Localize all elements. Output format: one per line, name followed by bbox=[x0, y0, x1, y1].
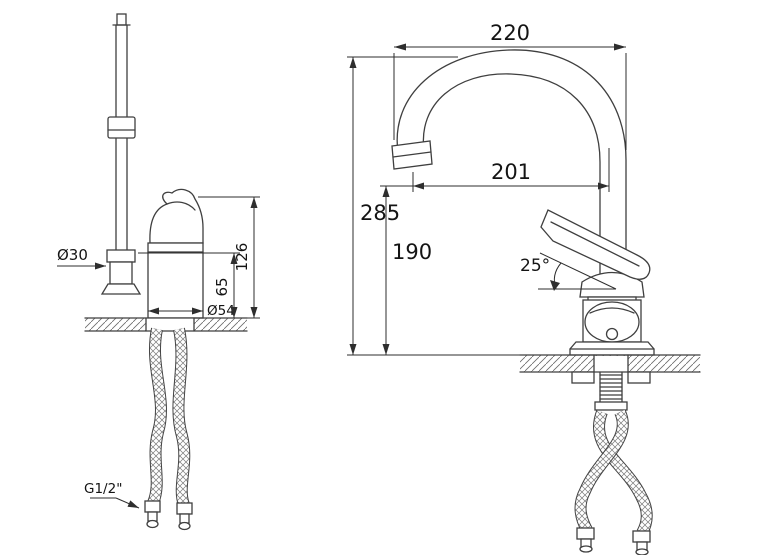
dim-outlet-height-side: 65 bbox=[213, 277, 231, 296]
side-view: Ø30 Ø54 65 126 G1/2" bbox=[57, 13, 260, 531]
hose-fittings-front bbox=[576, 527, 651, 555]
mixer-body-front bbox=[569, 271, 655, 356]
dim-body-diameter: Ø54 bbox=[207, 303, 235, 319]
dim-spout-reach: 201 bbox=[491, 160, 531, 184]
front-view: 220 201 285 190 25° bbox=[347, 21, 701, 555]
dim-total-height-side: 126 bbox=[233, 243, 251, 272]
mixer-body-side bbox=[147, 188, 204, 319]
supply-hoses-side bbox=[147, 327, 191, 508]
spout-pipe bbox=[107, 13, 136, 251]
dim-handle-angle: 25° bbox=[520, 256, 550, 276]
dim-outlet-diameter: Ø30 bbox=[57, 246, 88, 264]
front-view-dimensions: 220 201 285 190 25° bbox=[347, 21, 627, 356]
lever-handle bbox=[540, 209, 651, 280]
countertop-front bbox=[519, 354, 701, 373]
countertop-side bbox=[84, 317, 248, 332]
dim-top-width: 220 bbox=[490, 21, 530, 45]
spout-outlet bbox=[100, 249, 142, 295]
mounting-hardware bbox=[571, 371, 651, 411]
hose-fittings-side bbox=[144, 500, 193, 531]
supply-hoses-front bbox=[574, 409, 653, 536]
dim-total-height-front: 285 bbox=[360, 201, 400, 225]
dim-outlet-height-front: 190 bbox=[392, 240, 432, 264]
side-view-dimensions: Ø30 Ø54 65 126 G1/2" bbox=[57, 196, 260, 509]
dim-thread-label: G1/2" bbox=[84, 481, 122, 497]
